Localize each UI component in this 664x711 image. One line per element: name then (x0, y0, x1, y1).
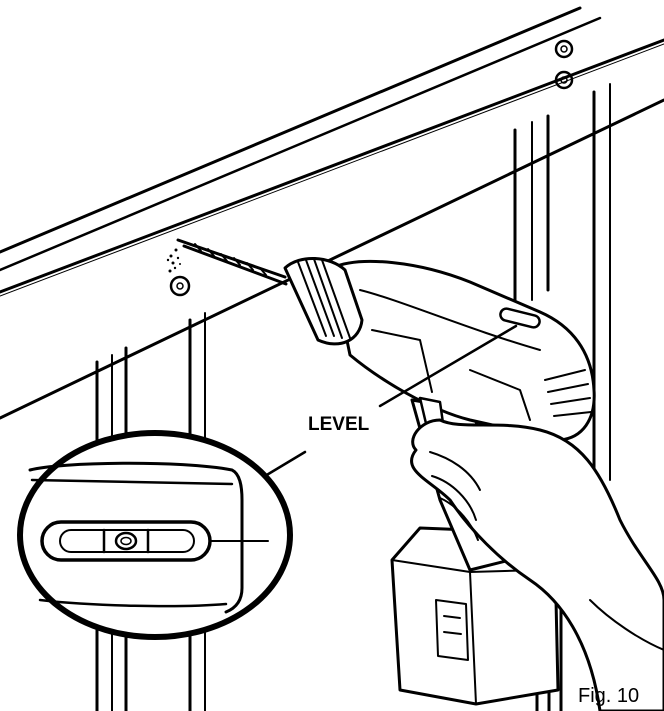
bolt-icon (554, 39, 574, 59)
drill-dust (166, 248, 181, 273)
level-label: LEVEL (308, 414, 370, 435)
bolt-heads (169, 39, 574, 297)
bubble-icon (114, 531, 138, 551)
level-detail-inset (17, 430, 293, 640)
figure-caption: Fig. 10 (578, 685, 639, 707)
bolt-icon (169, 275, 191, 297)
top-beam (0, 6, 664, 420)
drill-bit (176, 238, 288, 286)
hand (410, 418, 664, 711)
bolt-icon (554, 70, 574, 90)
